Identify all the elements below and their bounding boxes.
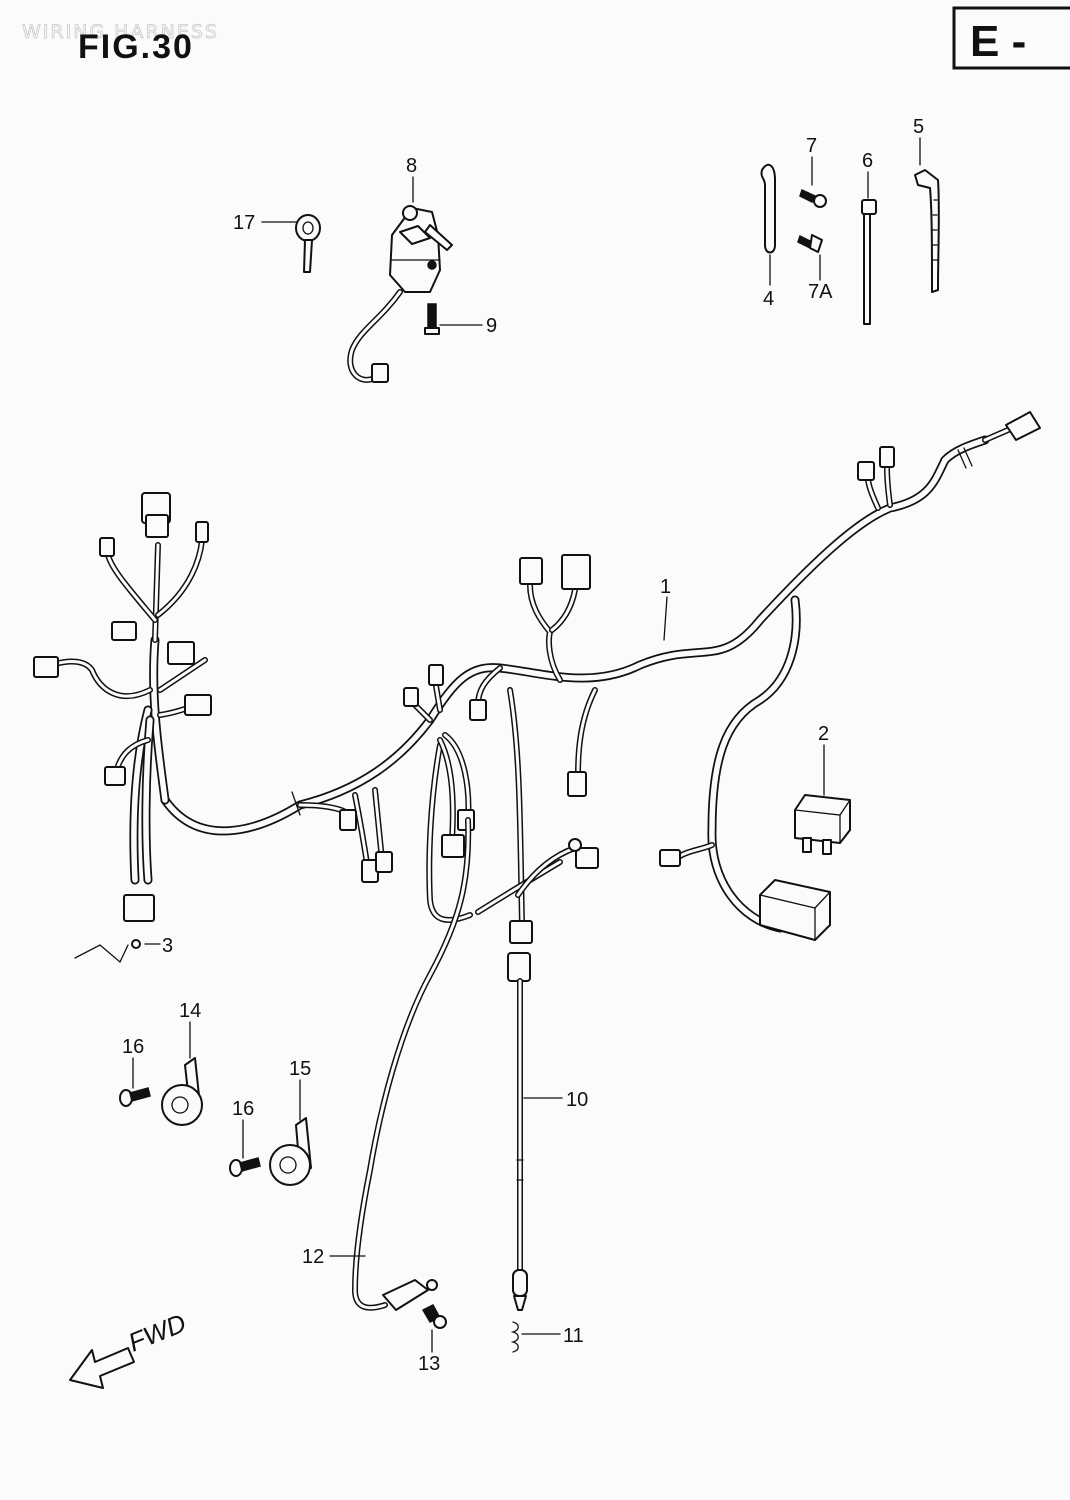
terminal-11 bbox=[510, 1321, 519, 1353]
screw-7a bbox=[797, 234, 823, 253]
section-badge: E - bbox=[952, 6, 1070, 70]
callout-9: 9 bbox=[486, 315, 497, 337]
callout-17: 17 bbox=[233, 212, 255, 234]
main-wiring-harness bbox=[52, 427, 1011, 933]
screw-9 bbox=[424, 303, 440, 335]
screw-13 bbox=[421, 1304, 447, 1329]
watermark-text: WIRING HARNESS bbox=[22, 21, 219, 43]
forward-label: FWD bbox=[124, 1308, 190, 1358]
callout-16-a: 16 bbox=[122, 1036, 144, 1058]
ring-terminal-branch bbox=[475, 838, 599, 915]
leader-lines bbox=[132, 137, 921, 1353]
callout-12: 12 bbox=[302, 1246, 324, 1268]
clip-wire bbox=[74, 944, 129, 964]
harness-connectors bbox=[33, 411, 1041, 922]
bolt-16-b bbox=[229, 1157, 261, 1177]
callout-1: 1 bbox=[660, 576, 671, 598]
callout-labels: 1 2 3 4 5 6 7 7A 8 9 10 11 12 13 14 15 1… bbox=[122, 116, 924, 1375]
section-badge-text: E - bbox=[970, 17, 1026, 66]
ignition-key bbox=[295, 214, 321, 273]
callout-7: 7 bbox=[806, 135, 817, 157]
horn-14 bbox=[161, 1057, 203, 1126]
callout-2: 2 bbox=[818, 723, 829, 745]
callout-14: 14 bbox=[179, 1000, 201, 1022]
callout-16-b: 16 bbox=[232, 1098, 254, 1120]
callout-7a: 7A bbox=[808, 281, 833, 303]
fuse bbox=[794, 794, 851, 855]
clamp bbox=[760, 163, 776, 254]
bolt-16-a bbox=[119, 1087, 151, 1107]
callout-10: 10 bbox=[566, 1089, 588, 1111]
relay-box bbox=[759, 879, 831, 941]
callout-15: 15 bbox=[289, 1058, 311, 1080]
figure-label: FIG.30 bbox=[78, 28, 194, 66]
callout-4: 4 bbox=[763, 288, 774, 310]
callout-3: 3 bbox=[162, 935, 173, 957]
cable-strap bbox=[914, 169, 940, 293]
forward-arrow-icon bbox=[69, 1347, 135, 1389]
screw-7 bbox=[799, 188, 827, 208]
callout-11: 11 bbox=[563, 1325, 584, 1347]
callout-8: 8 bbox=[406, 155, 417, 177]
lead-wire-10 bbox=[507, 920, 533, 1311]
callout-6: 6 bbox=[862, 150, 873, 172]
ignition-switch bbox=[347, 205, 453, 383]
cable-tie bbox=[861, 199, 877, 325]
ground-lead-12 bbox=[352, 817, 472, 1311]
horn-15 bbox=[269, 1117, 312, 1186]
callout-13: 13 bbox=[418, 1353, 440, 1375]
clip-end bbox=[131, 939, 141, 949]
callout-5: 5 bbox=[913, 116, 924, 138]
